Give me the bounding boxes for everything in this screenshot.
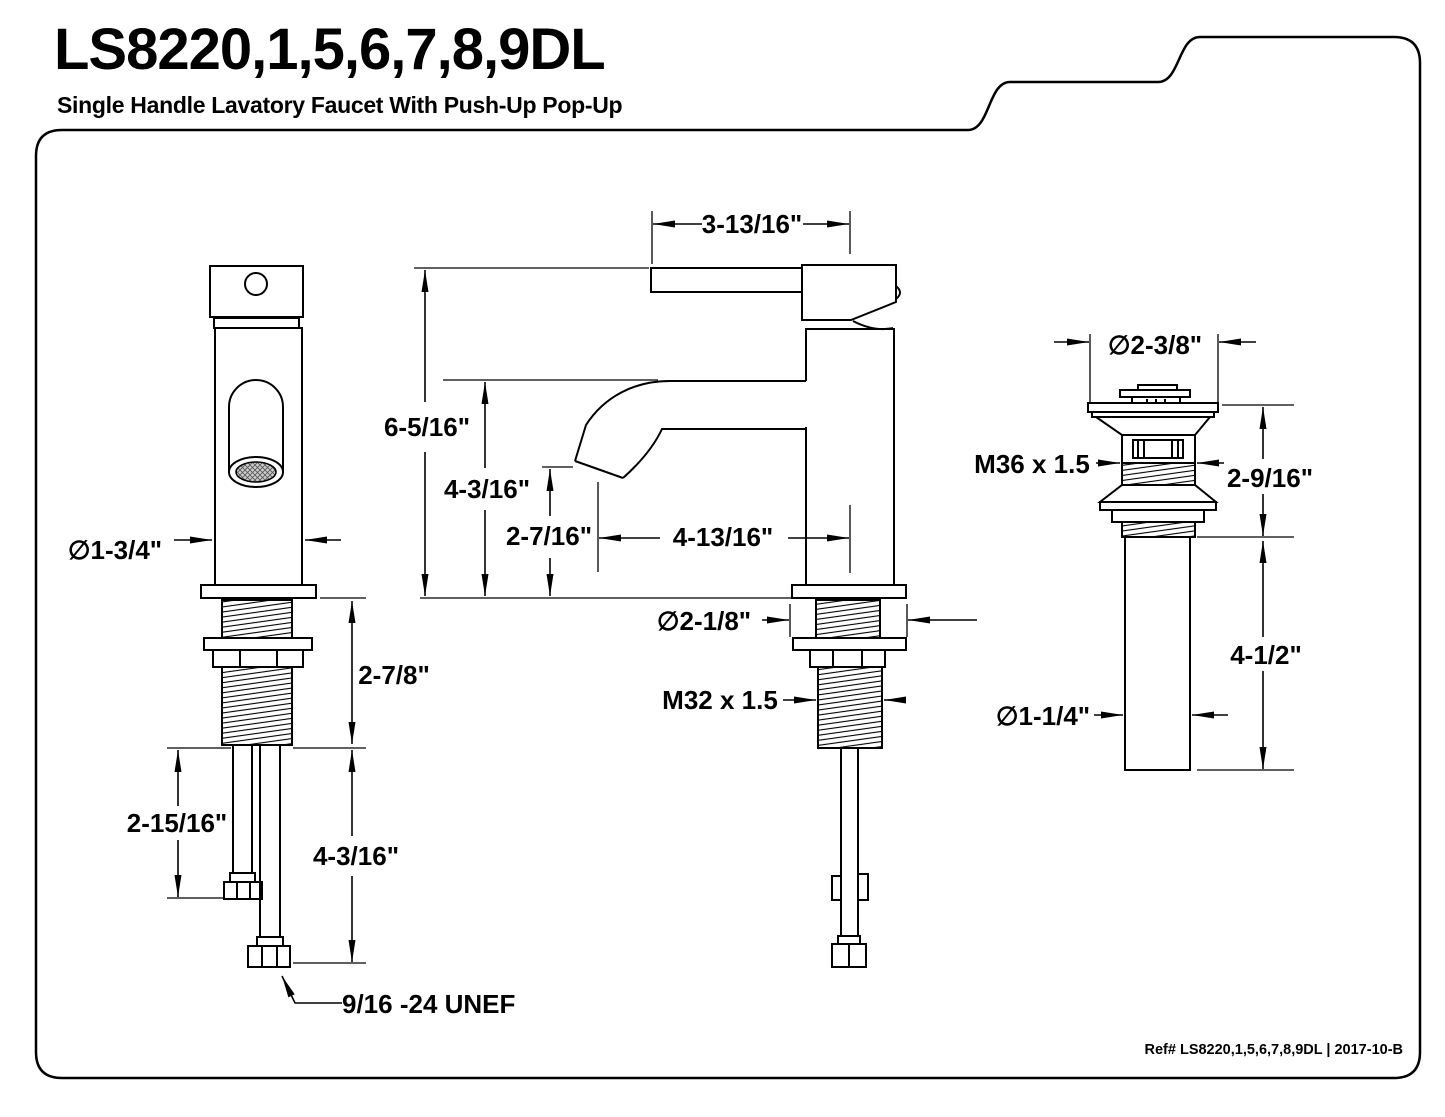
drain-stopper bbox=[1119, 384, 1191, 404]
faucet-body-side bbox=[805, 328, 895, 585]
dim-side-shank-thread: M32 x 1.5 bbox=[662, 685, 778, 715]
tailpiece-threads bbox=[1121, 521, 1196, 538]
sheet-border bbox=[34, 35, 1422, 1080]
drain-upper-taper bbox=[1092, 416, 1213, 436]
drain-lower-taper bbox=[1097, 484, 1219, 503]
drain-step bbox=[1111, 509, 1205, 523]
dim-drain-body-height: 2-9/16" bbox=[1227, 463, 1313, 493]
reference-number: Ref# LS8220,1,5,6,7,8,9DL | 2017-10-B bbox=[1144, 1042, 1404, 1058]
spout bbox=[574, 380, 806, 479]
drain-view-dimensions: ∅2-3/8" M36 x 1.5 2-9/16" 4-1/2" ∅1-1/4" bbox=[974, 330, 1313, 771]
washer bbox=[203, 637, 313, 651]
dim-front-supply-tube-length: 2-15/16" bbox=[127, 808, 228, 838]
side-view-dimensions: 3-13/16" 6-5/16" 4-3/16" 2-7/16" 4-13 bbox=[384, 209, 977, 715]
body-joint bbox=[852, 320, 894, 331]
popup-drain-view: ∅2-3/8" M36 x 1.5 2-9/16" 4-1/2" ∅1-1/4" bbox=[974, 330, 1313, 771]
lift-rod bbox=[831, 748, 869, 968]
handle-cap bbox=[209, 265, 304, 329]
deck-flange bbox=[200, 584, 317, 599]
mounting-nut-side bbox=[809, 649, 886, 668]
dim-front-lift-rod-length: 4-3/16" bbox=[313, 841, 399, 871]
m32-threads bbox=[817, 666, 883, 749]
supply-tube-long bbox=[247, 745, 291, 968]
spout-window bbox=[228, 379, 284, 488]
dim-drain-flange-diameter: ∅2-3/8" bbox=[1108, 330, 1202, 360]
page-title: LS8220,1,5,6,7,8,9DL bbox=[54, 17, 606, 82]
set-screw-icon bbox=[244, 272, 268, 296]
dim-drain-tailpiece-length: 4-1/2" bbox=[1230, 640, 1302, 670]
shank-threads-lower bbox=[221, 666, 293, 746]
dim-side-overall-height: 6-5/16" bbox=[384, 412, 470, 442]
tailpiece bbox=[1124, 536, 1191, 771]
aerator-icon bbox=[235, 461, 277, 483]
dim-side-spout-height: 4-3/16" bbox=[444, 474, 530, 504]
drain-flange bbox=[1087, 402, 1219, 413]
m36-threads bbox=[1121, 462, 1196, 486]
dim-side-handle-reach: 3-13/16" bbox=[702, 209, 803, 239]
mounting-nut bbox=[212, 649, 304, 668]
handle-block bbox=[801, 264, 897, 321]
faucet-side-view: 3-13/16" 6-5/16" 4-3/16" 2-7/16" 4-13 bbox=[384, 209, 977, 968]
dim-drain-body-thread: M36 x 1.5 bbox=[974, 449, 1090, 479]
supply-tube bbox=[223, 745, 263, 900]
dim-front-body-diameter: ∅1-3/4" bbox=[68, 535, 162, 565]
shank-threads-upper bbox=[221, 599, 293, 639]
handle-pivot bbox=[895, 285, 901, 300]
faucet-front-view: ∅1-3/4" 2-7/8" 2-15/16" 4-3/16" 9/16 -24… bbox=[68, 265, 516, 1019]
deck-flange-side bbox=[791, 584, 907, 599]
dim-drain-tailpiece-diameter: ∅1-1/4" bbox=[996, 701, 1090, 731]
dim-side-base-diameter: ∅2-1/8" bbox=[657, 606, 751, 636]
shank-threads-side bbox=[815, 599, 881, 639]
handle-lever bbox=[650, 267, 804, 293]
overflow-window bbox=[1121, 434, 1196, 464]
dim-side-spout-reach: 4-13/16" bbox=[673, 522, 774, 552]
drain-lower-flange bbox=[1099, 501, 1217, 511]
dim-front-shank-length: 2-7/8" bbox=[358, 660, 430, 690]
dim-side-spout-clearance: 2-7/16" bbox=[506, 521, 592, 551]
washer-side bbox=[792, 637, 907, 651]
front-view-dimensions: ∅1-3/4" 2-7/8" 2-15/16" 4-3/16" 9/16 -24… bbox=[68, 535, 516, 1019]
page-subtitle: Single Handle Lavatory Faucet With Push-… bbox=[57, 92, 623, 118]
dim-front-supply-thread: 9/16 -24 UNEF bbox=[342, 989, 515, 1019]
